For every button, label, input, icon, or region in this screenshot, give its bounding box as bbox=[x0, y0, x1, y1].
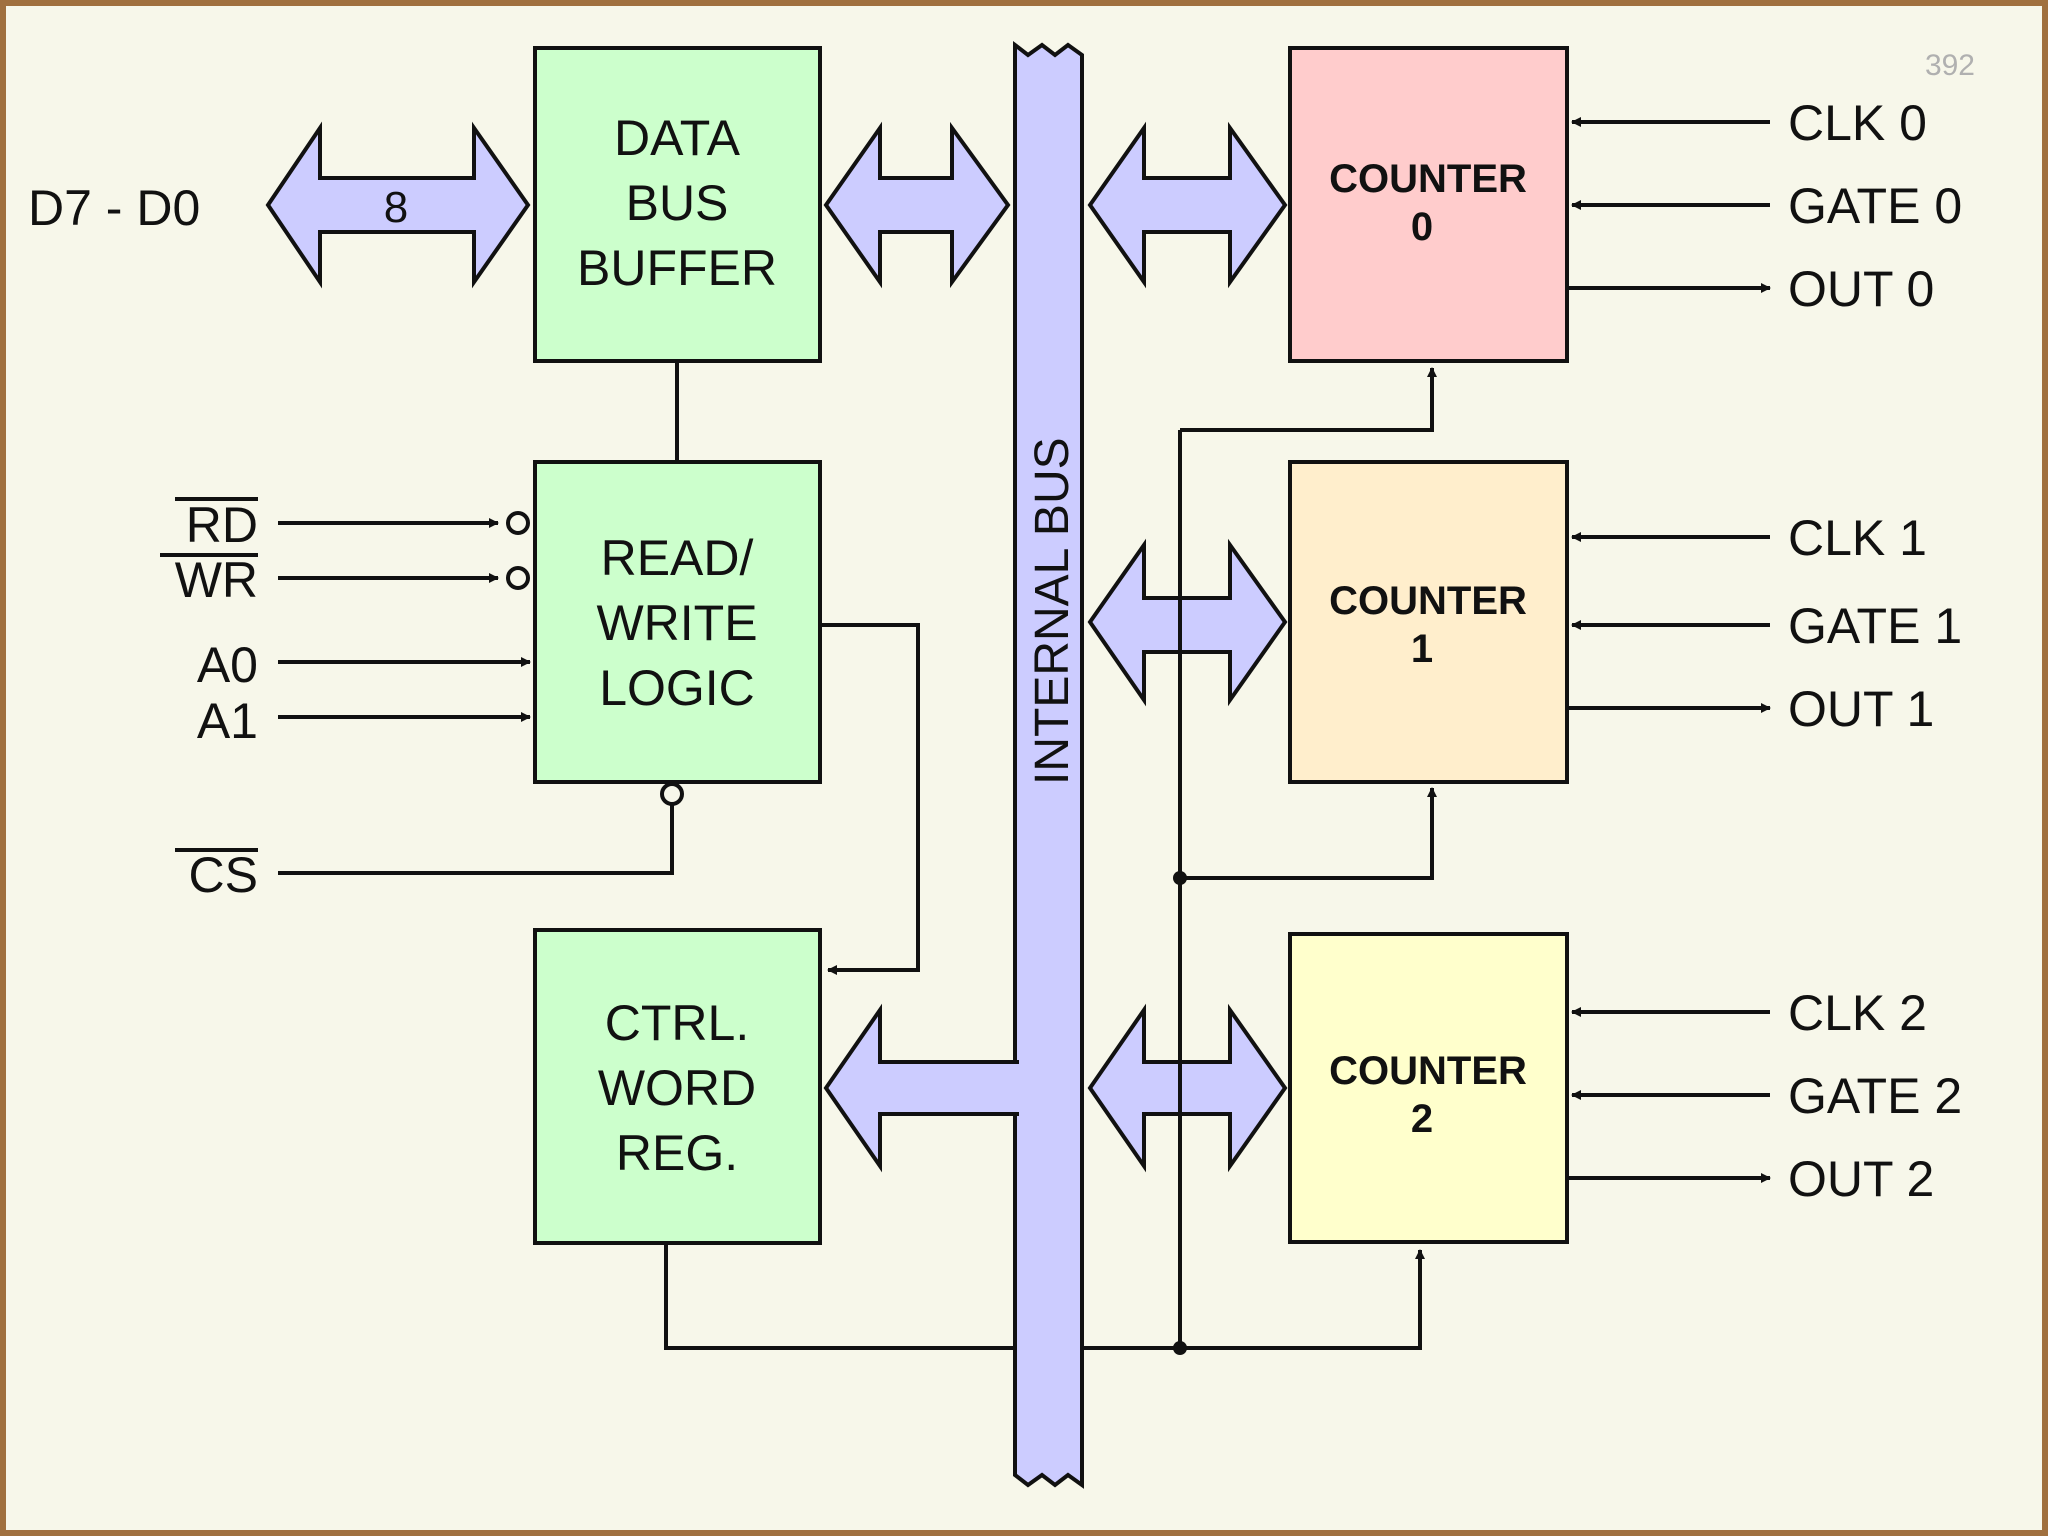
data-bus-buffer-block: DATA BUS BUFFER bbox=[533, 46, 822, 363]
svg-text:COUNTER: COUNTER bbox=[1329, 579, 1527, 623]
control-wiring bbox=[664, 361, 1437, 1350]
external-data-bus-arrow bbox=[265, 121, 531, 289]
bus-to-counter1-arrow bbox=[1087, 538, 1288, 707]
bus-width-label: 8 bbox=[384, 183, 408, 232]
counter-0-block: COUNTER 0 bbox=[1288, 46, 1569, 363]
a0-label: A0 bbox=[197, 637, 258, 693]
svg-text:BUFFER: BUFFER bbox=[577, 240, 777, 296]
svg-text:LOGIC: LOGIC bbox=[599, 660, 755, 716]
internal-bus bbox=[1013, 40, 1084, 1489]
page-number: 392 bbox=[1925, 49, 1975, 82]
ctrl-word-register-block: CTRL. WORD REG. bbox=[533, 928, 822, 1245]
out0-label: OUT 0 bbox=[1788, 261, 1934, 317]
svg-text:READ/: READ/ bbox=[601, 530, 754, 586]
svg-text:CTRL.: CTRL. bbox=[605, 995, 749, 1051]
gate1-label: GATE 1 bbox=[1788, 598, 1962, 654]
out1-label: OUT 1 bbox=[1788, 681, 1934, 737]
counter-1-block: COUNTER 1 bbox=[1288, 460, 1569, 784]
bus-to-ctrl-word-arrow bbox=[823, 1003, 1019, 1173]
svg-text:REG.: REG. bbox=[616, 1125, 738, 1181]
out2-label: OUT 2 bbox=[1788, 1151, 1934, 1207]
gate0-label: GATE 0 bbox=[1788, 178, 1962, 234]
clk0-label: CLK 0 bbox=[1788, 95, 1927, 151]
wr-inversion-bubble bbox=[506, 566, 530, 590]
wr-label: WR bbox=[175, 552, 258, 608]
svg-text:DATA: DATA bbox=[614, 110, 741, 166]
svg-text:WORD: WORD bbox=[598, 1060, 756, 1116]
svg-text:1: 1 bbox=[1411, 627, 1433, 671]
cs-inversion-bubble bbox=[660, 782, 684, 806]
bus-to-counter0-arrow bbox=[1087, 121, 1288, 289]
rd-inversion-bubble bbox=[506, 511, 530, 535]
bus-to-counter2-arrow bbox=[1087, 1003, 1288, 1173]
buffer-to-internal-bus-arrow bbox=[823, 121, 1011, 289]
data-bus-label: D7 - D0 bbox=[28, 180, 200, 236]
svg-text:WRITE: WRITE bbox=[596, 595, 757, 651]
svg-text:0: 0 bbox=[1411, 205, 1433, 249]
left-signal-lines bbox=[278, 518, 674, 875]
svg-text:2: 2 bbox=[1411, 1097, 1433, 1141]
read-write-logic-block: READ/ WRITE LOGIC bbox=[533, 460, 822, 784]
right-signal-lines bbox=[1567, 117, 1771, 1183]
counter-2-block: COUNTER 2 bbox=[1288, 932, 1569, 1244]
svg-text:BUS: BUS bbox=[626, 175, 729, 231]
svg-text:COUNTER: COUNTER bbox=[1329, 1049, 1527, 1093]
clk2-label: CLK 2 bbox=[1788, 985, 1927, 1041]
a1-label: A1 bbox=[197, 693, 258, 749]
rd-label: RD bbox=[186, 497, 258, 553]
internal-bus-label: INTERNAL BUS bbox=[1026, 437, 1079, 785]
svg-text:COUNTER: COUNTER bbox=[1329, 157, 1527, 201]
cs-label: CS bbox=[189, 847, 258, 903]
gate2-label: GATE 2 bbox=[1788, 1068, 1962, 1124]
clk1-label: CLK 1 bbox=[1788, 510, 1927, 566]
